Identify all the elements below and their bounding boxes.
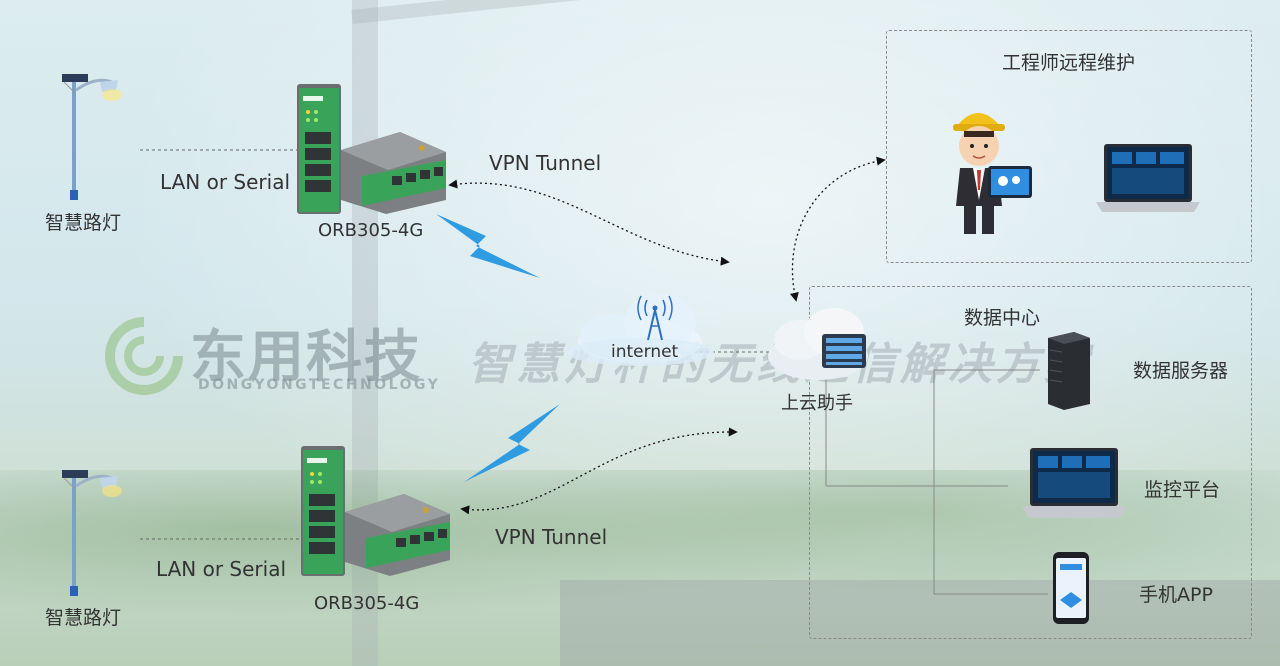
engineer-icon (953, 113, 1032, 234)
datacenter-box (809, 286, 1252, 639)
streetlight-bottom-icon (62, 470, 122, 596)
datacenter-box-title: 数据中心 (964, 307, 1041, 329)
mobile-app-icon (1053, 552, 1089, 624)
data-server-icon (1048, 332, 1090, 410)
streetlight-top-icon (62, 74, 122, 200)
engineer-box (886, 30, 1252, 263)
engineer-laptop-icon (1096, 144, 1200, 212)
watermark-logo-icon (104, 316, 184, 396)
internet-cloud-icon (566, 294, 714, 366)
watermark-logo-text: 东用科技 (190, 325, 422, 390)
datacenter-bus (825, 369, 1048, 595)
wireless-lightning-top-icon (436, 214, 540, 278)
data-server-label: 数据服务器 (1133, 360, 1229, 382)
router-top-icon (297, 84, 446, 214)
streetlight-top-label: 智慧路灯 (45, 212, 122, 234)
lan-link-top-label: LAN or Serial (160, 170, 291, 194)
cloud-server-label: 上云助手 (781, 393, 853, 414)
vpn-tunnel-top-label: VPN Tunnel (489, 151, 602, 175)
lan-link-bottom-label: LAN or Serial (156, 557, 287, 581)
background-road (560, 580, 1280, 666)
monitor-platform-icon (1022, 448, 1126, 518)
antenna-icon (637, 295, 673, 341)
router-bottom-label: ORB305-4G (314, 593, 420, 614)
cloud-to-engineer-link (789, 156, 886, 302)
wireless-lightning-bottom-icon (464, 404, 560, 482)
vpn-tunnel-bottom-label: VPN Tunnel (495, 525, 608, 549)
vpn-tunnel-bottom (460, 427, 738, 515)
watermark-logo-sub: DONGYONGTECHNOLOGY (198, 377, 441, 393)
router-top-label: ORB305-4G (318, 220, 424, 241)
router-bottom-icon (301, 446, 450, 576)
engineer-box-title: 工程师远程维护 (1002, 52, 1136, 74)
mobile-app-label: 手机APP (1139, 584, 1213, 606)
monitor-platform-label: 监控平台 (1144, 479, 1221, 501)
cloud-server-icon (768, 308, 868, 380)
vpn-tunnel-top (448, 179, 730, 266)
internet-label: internet (611, 342, 679, 362)
streetlight-bottom-label: 智慧路灯 (45, 607, 122, 629)
